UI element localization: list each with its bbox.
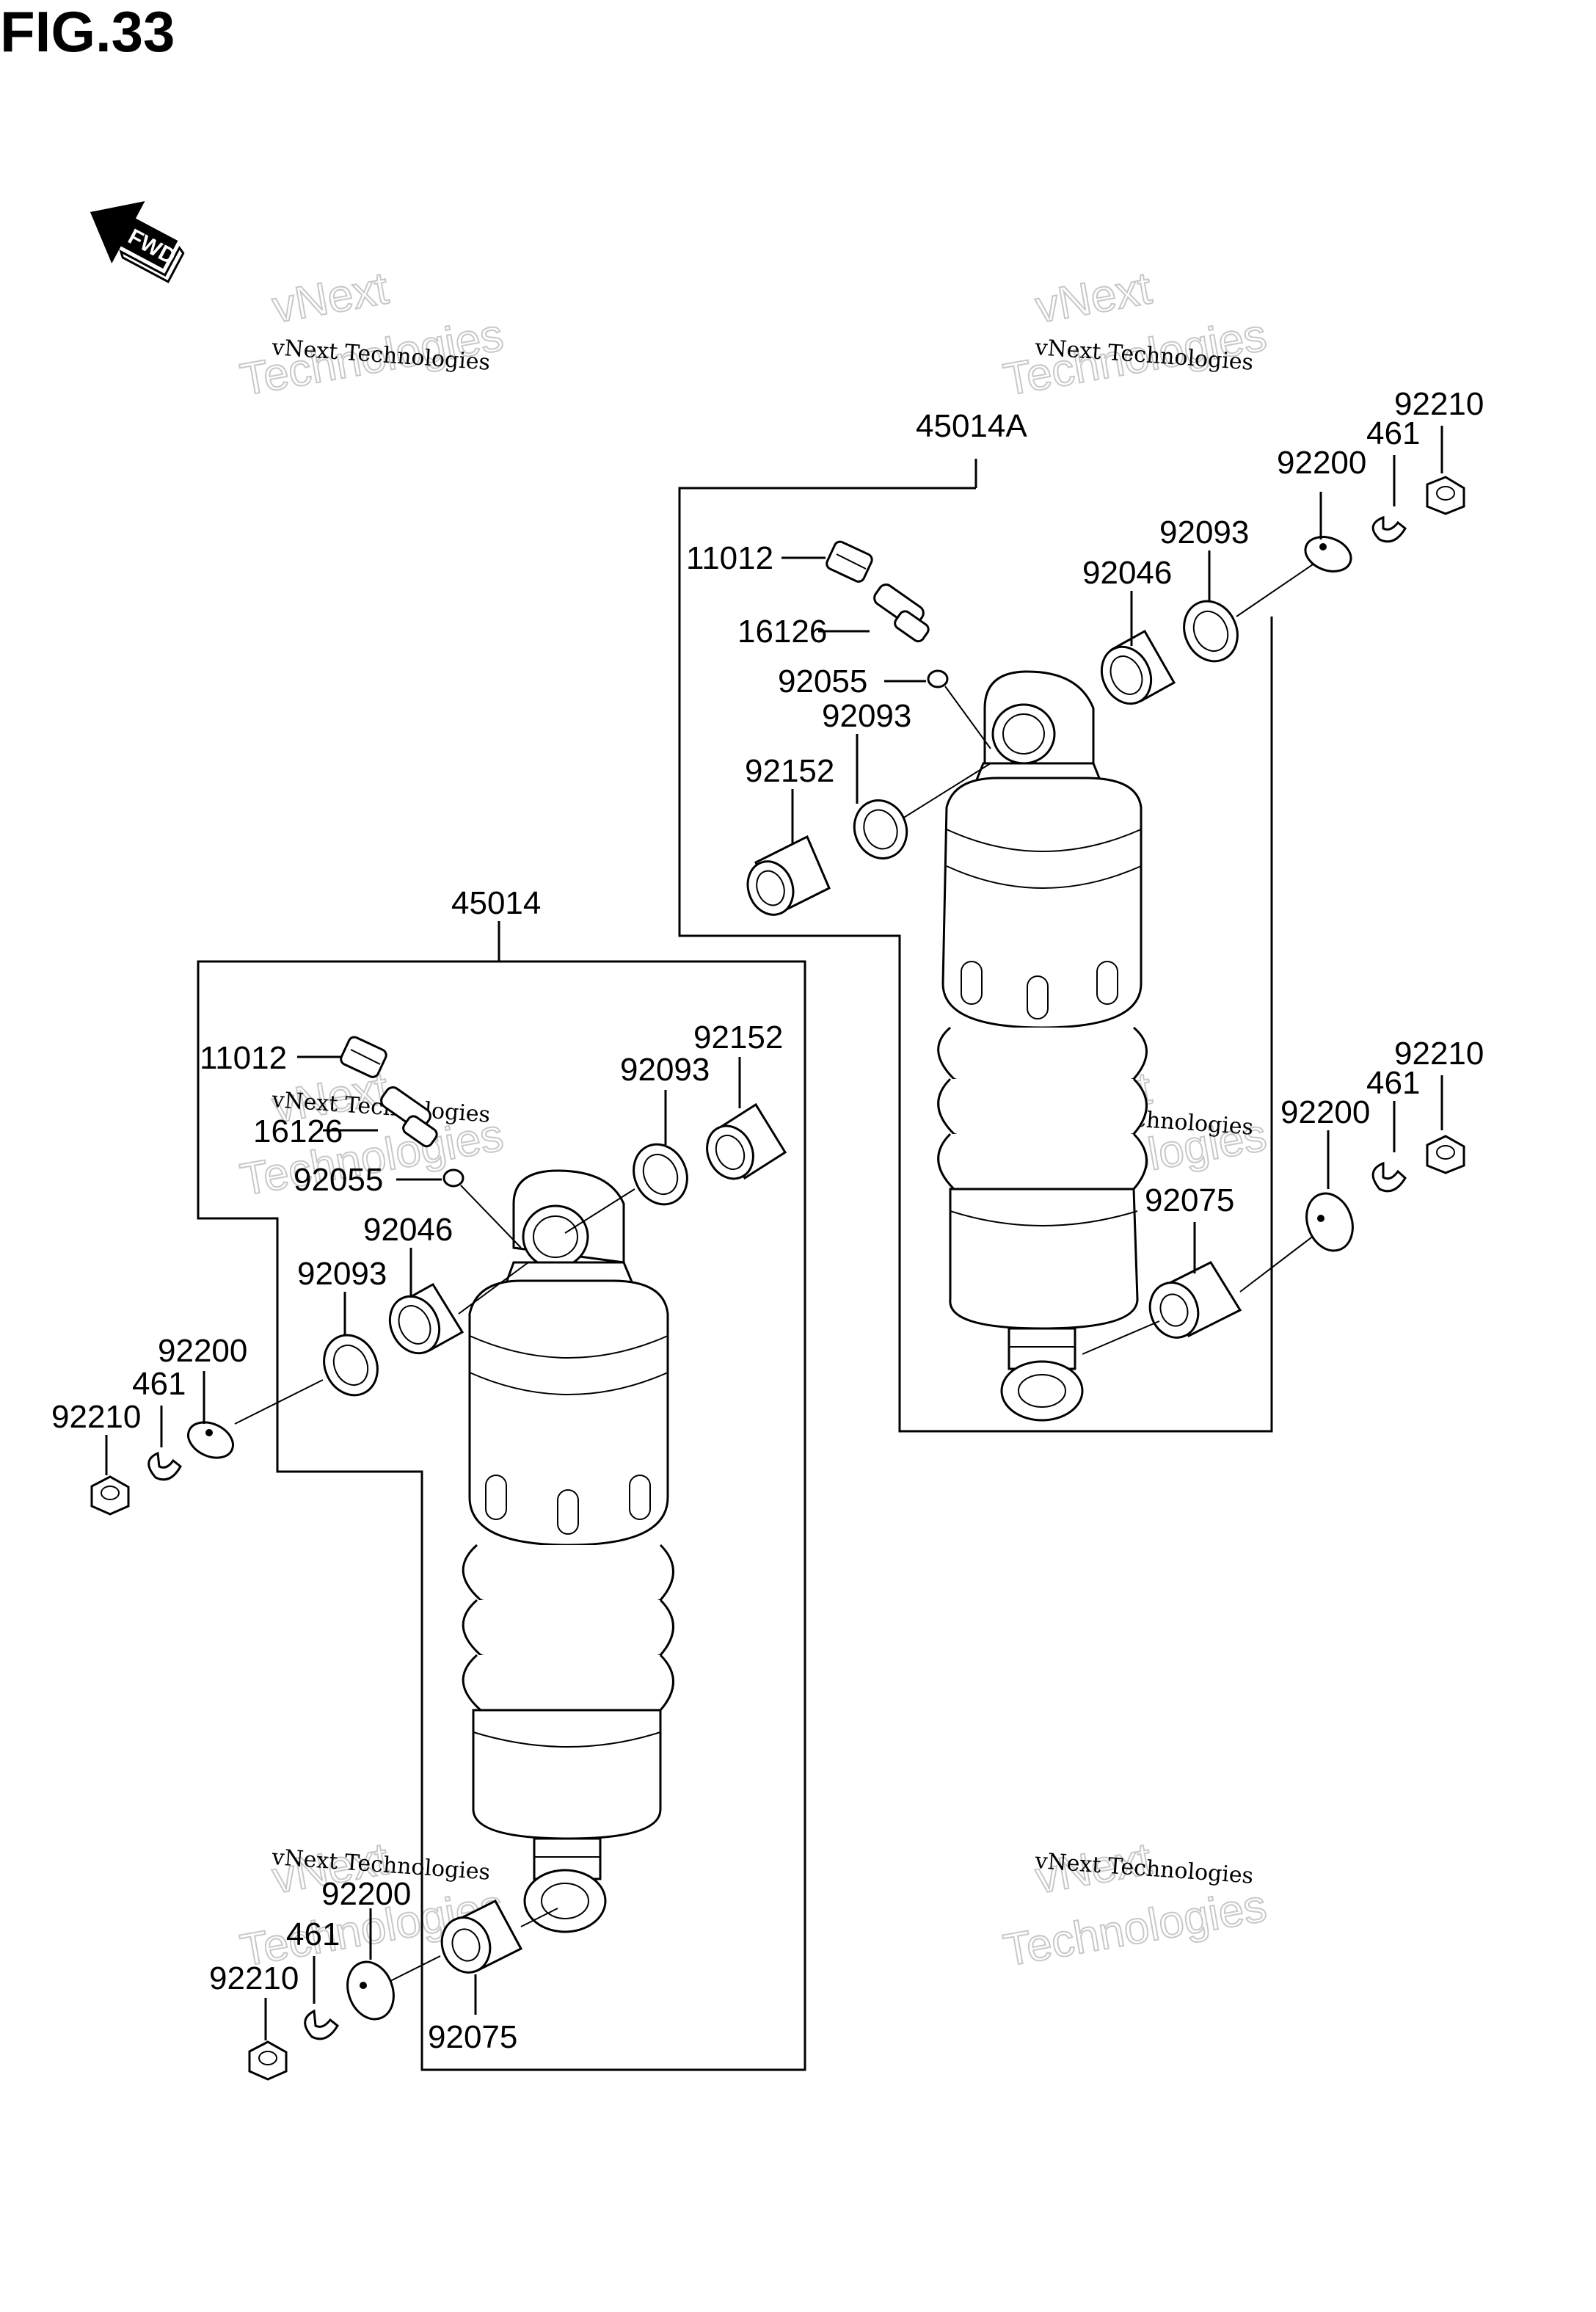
shock-absorber-45014A bbox=[937, 670, 1148, 1422]
label-92210-bottom: 92210 bbox=[1394, 1036, 1484, 1072]
part-92093-seal-right bbox=[633, 1143, 688, 1206]
label-92210-top: 92210 bbox=[51, 1399, 141, 1435]
label-11012: 11012 bbox=[686, 540, 773, 576]
label-92093-left: 92093 bbox=[822, 698, 911, 734]
label-92093-right: 92093 bbox=[620, 1052, 710, 1088]
label-461-top: 461 bbox=[132, 1366, 186, 1402]
part-461-clip-bottom bbox=[1371, 1161, 1407, 1193]
part-92093-seal-left bbox=[323, 1334, 379, 1397]
label-92152: 92152 bbox=[745, 753, 834, 789]
label-11012: 11012 bbox=[200, 1040, 287, 1076]
label-92200-top: 92200 bbox=[158, 1333, 247, 1369]
assembly-frame bbox=[678, 487, 1273, 1433]
assembly-label-45014A: 45014A bbox=[916, 408, 1027, 444]
label-92200-bottom: 92200 bbox=[321, 1876, 411, 1912]
part-92093-seal-left bbox=[853, 799, 908, 859]
watermark-vnext: vNext bbox=[269, 263, 392, 332]
label-16126: 16126 bbox=[737, 614, 827, 650]
part-92200-washer-bottom bbox=[1305, 1192, 1354, 1252]
part-92075-collar bbox=[440, 1900, 523, 1974]
part-11012-cap bbox=[826, 540, 873, 583]
part-92200-washer-top bbox=[187, 1421, 234, 1459]
part-92210-nut-bottom bbox=[248, 2040, 288, 2081]
label-92046: 92046 bbox=[1082, 555, 1172, 591]
label-461-bottom: 461 bbox=[286, 1916, 340, 1952]
watermark-2: vNext Technologies bbox=[999, 262, 1271, 407]
label-92200-bottom: 92200 bbox=[1280, 1094, 1370, 1130]
assembly-frame bbox=[197, 960, 806, 2071]
label-461-top: 461 bbox=[1366, 415, 1420, 451]
part-11012-cap bbox=[340, 1036, 387, 1078]
label-461-bottom: 461 bbox=[1366, 1065, 1420, 1101]
watermark-1: vNext Technologies bbox=[236, 262, 508, 407]
label-92075: 92075 bbox=[428, 2019, 517, 2055]
part-16126-valve bbox=[380, 1086, 438, 1148]
fwd-arrow-icon: FWD bbox=[90, 200, 185, 283]
label-92055: 92055 bbox=[294, 1162, 383, 1198]
watermark-vnext: vNext bbox=[1032, 263, 1155, 332]
label-92075: 92075 bbox=[1145, 1182, 1234, 1218]
assembly-label-45014: 45014 bbox=[451, 885, 541, 921]
part-92075-collar bbox=[1148, 1261, 1242, 1339]
part-92046-bearing bbox=[1100, 629, 1176, 705]
part-92055-oring bbox=[927, 669, 949, 688]
part-92210-nut-top bbox=[90, 1475, 130, 1516]
part-16126-valve bbox=[873, 584, 930, 643]
assembly-45014: 45014 bbox=[51, 885, 806, 2081]
shock-absorber-45014 bbox=[462, 1169, 674, 1933]
label-92210-bottom: 92210 bbox=[209, 1960, 299, 1996]
part-461-clip-bottom bbox=[304, 2009, 339, 2040]
label-92200-top: 92200 bbox=[1277, 445, 1366, 481]
part-461-clip-top bbox=[1371, 515, 1407, 543]
part-92093-seal-right bbox=[1183, 600, 1239, 663]
label-16126: 16126 bbox=[253, 1113, 343, 1149]
part-92200-washer-top bbox=[1304, 536, 1352, 572]
watermark-6: vNext Technologies bbox=[999, 1833, 1271, 1977]
part-461-clip-top bbox=[147, 1451, 182, 1481]
label-92093-left: 92093 bbox=[297, 1256, 387, 1292]
part-92210-nut-bottom bbox=[1426, 1135, 1465, 1174]
label-92055: 92055 bbox=[778, 664, 867, 699]
assembly-45014A: 92093 45014A bbox=[678, 386, 1484, 1433]
label-92093-right: 92093 bbox=[1159, 515, 1249, 550]
part-92152-bushing bbox=[746, 835, 831, 916]
part-92046-bearing bbox=[388, 1282, 464, 1355]
label-92046: 92046 bbox=[363, 1212, 453, 1248]
part-92200-washer-bottom bbox=[346, 1960, 395, 2021]
label-92210-top: 92210 bbox=[1394, 386, 1484, 422]
part-92055-oring bbox=[442, 1168, 464, 1188]
part-92152-bushing bbox=[706, 1102, 787, 1180]
part-92210-nut-top bbox=[1426, 476, 1465, 515]
label-92152: 92152 bbox=[693, 1019, 783, 1055]
figure-title: FIG.33 bbox=[0, 0, 175, 64]
